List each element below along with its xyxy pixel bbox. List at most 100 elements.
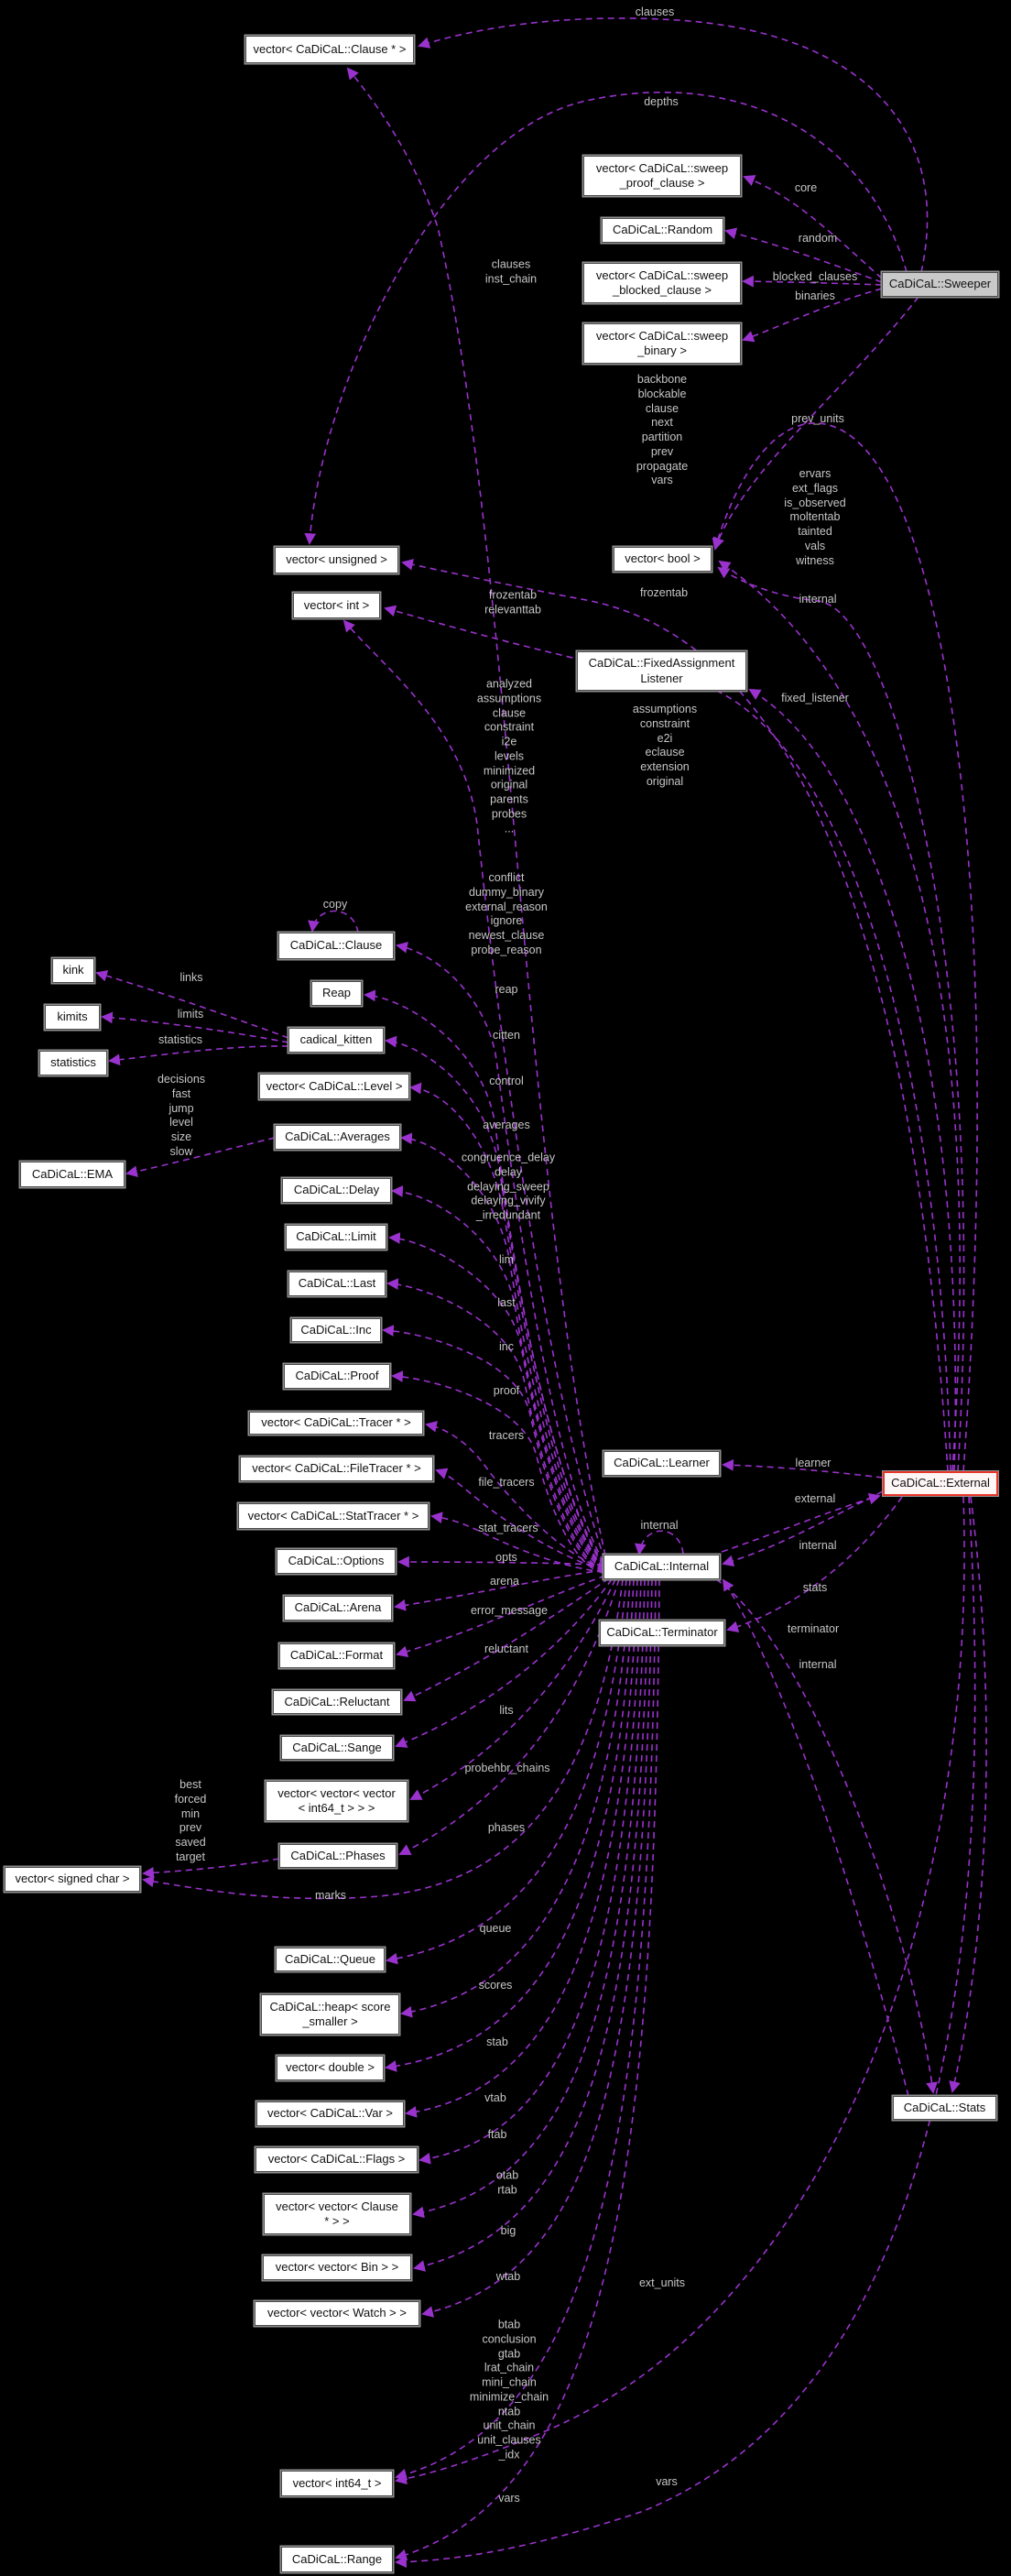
edge-label-congruence-list: congruence_delay delay delaying_sweep de… bbox=[461, 1151, 556, 1222]
edge-label-depths: depths bbox=[644, 95, 679, 109]
class-node-format[interactable]: CaDiCaL::Format bbox=[279, 1643, 394, 1668]
edge-label-decisions-list: decisions fast jump level size slow bbox=[157, 1072, 206, 1158]
class-node-vector3-int64[interactable]: vector< vector< vector < int64_t > > > bbox=[266, 1781, 408, 1821]
class-node-cadical-kitten[interactable]: cadical_kitten bbox=[288, 1028, 384, 1053]
class-node-fixed-assignment-listener[interactable]: CaDiCaL::FixedAssignment Listener bbox=[577, 651, 746, 691]
class-node-ema[interactable]: CaDiCaL::EMA bbox=[20, 1162, 125, 1187]
edge-label-lim: lim bbox=[499, 1253, 514, 1267]
edge-label-limits: limits bbox=[177, 1008, 204, 1021]
edge-label-queue: queue bbox=[479, 1922, 512, 1936]
class-node-external[interactable]: CaDiCaL::External bbox=[883, 1471, 998, 1496]
edge-label-frozentab-relevanttab: frozentab relevanttab bbox=[484, 588, 541, 616]
edge-label-phases: phases bbox=[487, 1821, 526, 1835]
class-node-heap-score-smaller[interactable]: CaDiCaL::heap< score _smaller > bbox=[261, 1994, 399, 2035]
edge-label-links: links bbox=[179, 971, 203, 985]
edge-label-blocked-clauses: blocked_clauses bbox=[772, 270, 858, 284]
class-node-vector-sweep-proof-clause[interactable]: vector< CaDiCaL::sweep _proof_clause > bbox=[583, 156, 741, 196]
edge-label-reluctant: reluctant bbox=[484, 1643, 528, 1656]
class-node-vector-int64[interactable]: vector< int64_t > bbox=[281, 2471, 393, 2496]
class-node-sweeper[interactable]: CaDiCaL::Sweeper bbox=[882, 272, 998, 297]
edge-label-stab: stab bbox=[486, 2036, 508, 2049]
class-node-vector-unsigned[interactable]: vector< unsigned > bbox=[275, 547, 398, 573]
class-node-reap[interactable]: Reap bbox=[311, 981, 362, 1006]
class-node-arena[interactable]: CaDiCaL::Arena bbox=[284, 1596, 392, 1621]
edge-label-ext-units: ext_units bbox=[638, 2276, 686, 2290]
class-node-vector-sweep-blocked-clause[interactable]: vector< CaDiCaL::sweep _blocked_clause > bbox=[583, 263, 741, 303]
class-node-sange[interactable]: CaDiCaL::Sange bbox=[281, 1736, 393, 1760]
edge-label-scores: scores bbox=[478, 1979, 513, 1992]
class-node-limit[interactable]: CaDiCaL::Limit bbox=[286, 1225, 386, 1250]
class-node-vector2-watch[interactable]: vector< vector< Watch > > bbox=[255, 2301, 419, 2326]
edge-label-backbone-list: backbone blockable clause next partition… bbox=[636, 373, 689, 487]
edge-label-statistics: statistics bbox=[158, 1033, 202, 1047]
class-node-vector-flags[interactable]: vector< CaDiCaL::Flags > bbox=[255, 2147, 418, 2172]
class-node-vector-int[interactable]: vector< int > bbox=[293, 593, 380, 618]
edge-label-arena: arena bbox=[490, 1575, 519, 1588]
edge-label-core: core bbox=[794, 181, 818, 195]
edge-label-error-message: error_message bbox=[470, 1604, 549, 1618]
edge-label-internal-mid: internal bbox=[799, 1539, 837, 1553]
edge-label-inc: inc bbox=[499, 1340, 514, 1354]
edge-label-random: random bbox=[798, 232, 838, 246]
edge-label-big: big bbox=[500, 2224, 516, 2238]
edge-label-ervars-list: ervars ext_flags is_observed moltentab t… bbox=[784, 466, 846, 567]
class-node-options[interactable]: CaDiCaL::Options bbox=[277, 1549, 396, 1574]
edge-label-last: last bbox=[497, 1296, 516, 1310]
class-node-internal[interactable]: CaDiCaL::Internal bbox=[603, 1555, 720, 1579]
class-node-vector-signed-char[interactable]: vector< signed char > bbox=[5, 1867, 140, 1892]
class-node-vector-clause-ptr[interactable]: vector< CaDiCaL::Clause * > bbox=[245, 36, 414, 63]
class-node-inc[interactable]: CaDiCaL::Inc bbox=[291, 1318, 381, 1342]
class-node-vector-filetracer-ptr[interactable]: vector< CaDiCaL::FileTracer * > bbox=[240, 1457, 433, 1481]
class-node-learner[interactable]: CaDiCaL::Learner bbox=[603, 1451, 720, 1476]
class-node-clause[interactable]: CaDiCaL::Clause bbox=[278, 933, 394, 959]
class-node-vector2-clause-ptr[interactable]: vector< vector< Clause * > > bbox=[264, 2194, 410, 2234]
class-node-averages[interactable]: CaDiCaL::Averages bbox=[275, 1125, 400, 1150]
edge-label-internal-low: internal bbox=[799, 1658, 837, 1672]
class-node-kink[interactable]: kink bbox=[52, 958, 94, 983]
edge-label-prev-units: prev_units bbox=[791, 412, 844, 426]
class-node-vector-stattracer-ptr[interactable]: vector< CaDiCaL::StatTracer * > bbox=[238, 1503, 429, 1529]
edge-label-internal-self: internal bbox=[640, 1519, 679, 1533]
edge-label-analyzed-list: analyzed assumptions clause constraint i… bbox=[476, 677, 542, 835]
class-node-kimits[interactable]: kimits bbox=[45, 1005, 100, 1030]
edge-label-best-list: best forced min prev saved target bbox=[174, 1777, 207, 1863]
edge-label-otab-rtab: otab rtab bbox=[495, 2168, 519, 2196]
edge-label-frozentab: frozentab bbox=[639, 586, 689, 600]
edge-label-citten: citten bbox=[493, 1029, 520, 1042]
edge-label-copy: copy bbox=[322, 898, 348, 911]
class-node-delay[interactable]: CaDiCaL::Delay bbox=[282, 1178, 391, 1203]
class-node-reluctant[interactable]: CaDiCaL::Reluctant bbox=[273, 1690, 401, 1714]
edge-label-stat-tracers: stat_tracers bbox=[478, 1522, 538, 1535]
edge-label-internal-top: internal bbox=[799, 593, 837, 606]
class-node-vector2-bin[interactable]: vector< vector< Bin > > bbox=[263, 2255, 411, 2280]
class-node-proof[interactable]: CaDiCaL::Proof bbox=[284, 1364, 390, 1389]
class-node-vector-tracer-ptr[interactable]: vector< CaDiCaL::Tracer * > bbox=[249, 1412, 423, 1435]
edge-label-vtab: vtab bbox=[484, 2091, 506, 2105]
edge-label-binaries: binaries bbox=[795, 289, 835, 303]
class-node-random[interactable]: CaDiCaL::Random bbox=[602, 218, 723, 243]
edge-label-lits: lits bbox=[499, 1704, 514, 1718]
edge-label-marks: marks bbox=[314, 1889, 347, 1903]
edge-label-vars-left: vars bbox=[498, 2492, 520, 2505]
class-node-last[interactable]: CaDiCaL::Last bbox=[288, 1272, 386, 1296]
edge-label-conflict-list: conflict dummy_binary external_reason ig… bbox=[465, 870, 548, 956]
class-node-phases[interactable]: CaDiCaL::Phases bbox=[279, 1844, 397, 1868]
class-node-statistics[interactable]: statistics bbox=[39, 1051, 107, 1075]
class-node-vector-bool[interactable]: vector< bool > bbox=[614, 547, 712, 572]
class-node-range[interactable]: CaDiCaL::Range bbox=[281, 2547, 393, 2572]
edge-label-clauses-inst-chain: clauses inst_chain bbox=[484, 257, 538, 285]
edge-label-assumptions-list: assumptions constraint e2i eclause exten… bbox=[632, 702, 698, 788]
class-node-queue[interactable]: CaDiCaL::Queue bbox=[276, 1948, 385, 1971]
class-node-vector-level[interactable]: vector< CaDiCaL::Level > bbox=[259, 1074, 409, 1099]
edge-label-averages: averages bbox=[483, 1119, 530, 1132]
class-node-stats[interactable]: CaDiCaL::Stats bbox=[893, 2096, 996, 2120]
class-node-terminator[interactable]: CaDiCaL::Terminator bbox=[600, 1621, 724, 1645]
edge-label-vars-right: vars bbox=[656, 2475, 678, 2489]
class-node-vector-sweep-binary[interactable]: vector< CaDiCaL::sweep _binary > bbox=[583, 323, 741, 364]
edge-label-stats: stats bbox=[802, 1581, 828, 1595]
class-node-vector-var[interactable]: vector< CaDiCaL::Var > bbox=[256, 2101, 404, 2126]
edge-label-fixed-listener: fixed_listener bbox=[781, 692, 849, 705]
class-node-vector-double[interactable]: vector< double > bbox=[277, 2056, 384, 2080]
